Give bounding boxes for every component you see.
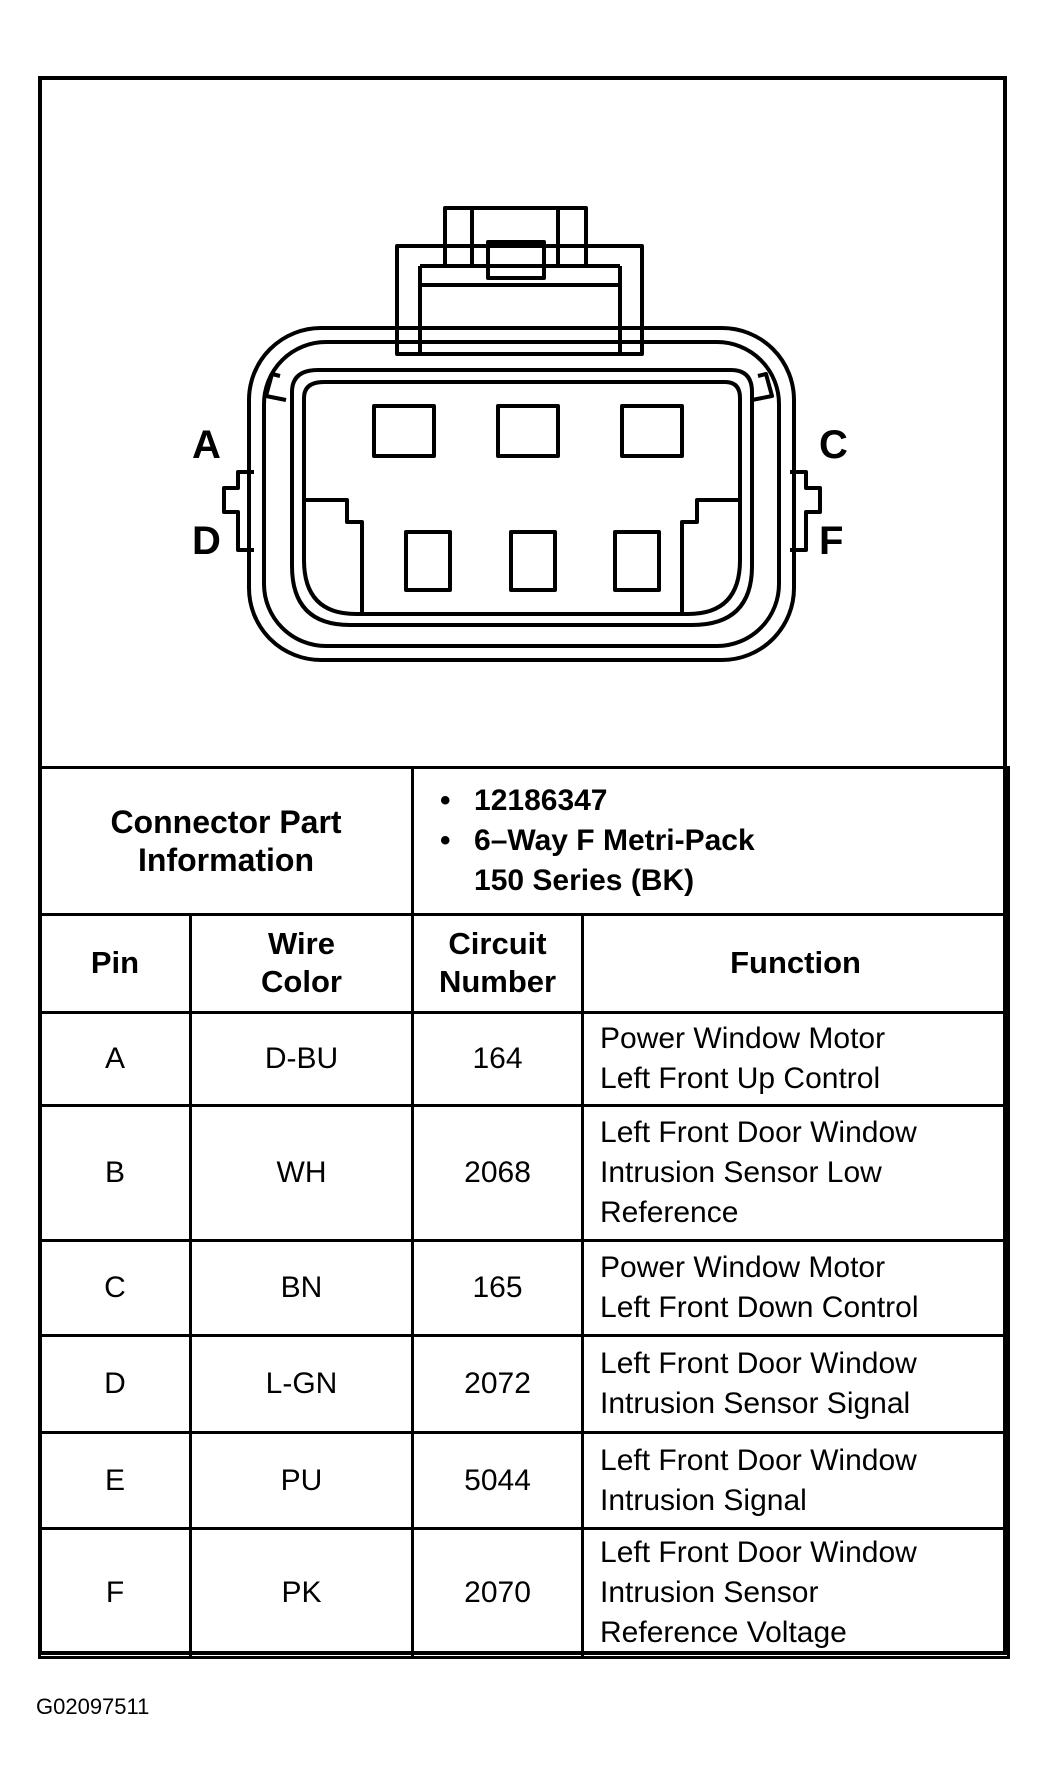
terminal-cavity-d bbox=[404, 530, 452, 592]
cell-circuit: 165 bbox=[411, 1239, 585, 1338]
terminal-cavity-f bbox=[613, 530, 661, 592]
cell-circuit: 5044 bbox=[411, 1431, 585, 1530]
header-function: Function bbox=[581, 913, 1011, 1014]
cell-wire-color: L-GN bbox=[188, 1334, 415, 1435]
keying-rib-right bbox=[680, 498, 740, 614]
header-wire-color: Wire Color bbox=[188, 913, 415, 1014]
cell-wire-color: PK bbox=[188, 1526, 415, 1660]
cell-circuit: 2070 bbox=[411, 1526, 585, 1660]
cell-pin: A bbox=[38, 1010, 192, 1107]
cell-wire-color: BN bbox=[188, 1239, 415, 1338]
side-tab-left bbox=[222, 470, 254, 552]
cell-wire-color: D-BU bbox=[188, 1010, 415, 1107]
cell-circuit: 2072 bbox=[411, 1334, 585, 1435]
pin-label-a: A bbox=[192, 423, 221, 467]
cell-wire-color: WH bbox=[188, 1103, 415, 1243]
pin-label-d: D bbox=[192, 519, 221, 563]
terminal-cavity-a bbox=[372, 404, 436, 458]
cell-pin: F bbox=[38, 1526, 192, 1660]
housing-nub-right bbox=[751, 372, 774, 402]
connector-frame: A C D F Connector Part Information 12186… bbox=[37, 76, 1011, 1660]
connector-info-table: Connector Part Information 12186347 6–Wa… bbox=[37, 765, 1011, 1660]
cell-pin: C bbox=[38, 1239, 192, 1338]
cell-pin: B bbox=[38, 1103, 192, 1243]
cell-pin: D bbox=[38, 1334, 192, 1435]
side-tab-right bbox=[790, 470, 822, 552]
cell-pin: E bbox=[38, 1431, 192, 1530]
connector-part-info-label: Connector Part Information bbox=[37, 765, 415, 917]
connector-cavity bbox=[290, 368, 754, 627]
cell-circuit: 2068 bbox=[411, 1103, 585, 1243]
table-header-row: Pin Wire Color Circuit Number Function bbox=[38, 913, 1011, 1014]
part-number: 12186347 bbox=[440, 781, 1007, 821]
keying-rib-left bbox=[304, 498, 364, 614]
connector-housing bbox=[247, 326, 796, 662]
cell-circuit: 164 bbox=[411, 1010, 585, 1107]
connector-series: 150 Series (BK) bbox=[474, 864, 695, 898]
housing-nub-left bbox=[264, 372, 287, 402]
connector-part-info-values: 12186347 6–Way F Metri-Pack 150 Series (… bbox=[411, 765, 1011, 917]
cell-wire-color: PU bbox=[188, 1431, 415, 1530]
terminal-cavity-c bbox=[620, 404, 684, 458]
figure-id: G02097511 bbox=[36, 1694, 150, 1719]
pin-label-c: C bbox=[819, 423, 848, 467]
connector-drawing: A C D F bbox=[192, 206, 848, 662]
connector-description: 6–Way F Metri-Pack bbox=[440, 821, 1007, 861]
pin-label-f: F bbox=[819, 519, 843, 563]
connector-part-info-row: Connector Part Information 12186347 6–Wa… bbox=[37, 765, 1011, 917]
locking-tab bbox=[395, 206, 644, 356]
terminal-cavity-b bbox=[496, 404, 560, 458]
header-circuit-number: Circuit Number bbox=[411, 913, 585, 1014]
terminal-cavity-e bbox=[509, 530, 557, 592]
header-pin: Pin bbox=[38, 913, 192, 1014]
